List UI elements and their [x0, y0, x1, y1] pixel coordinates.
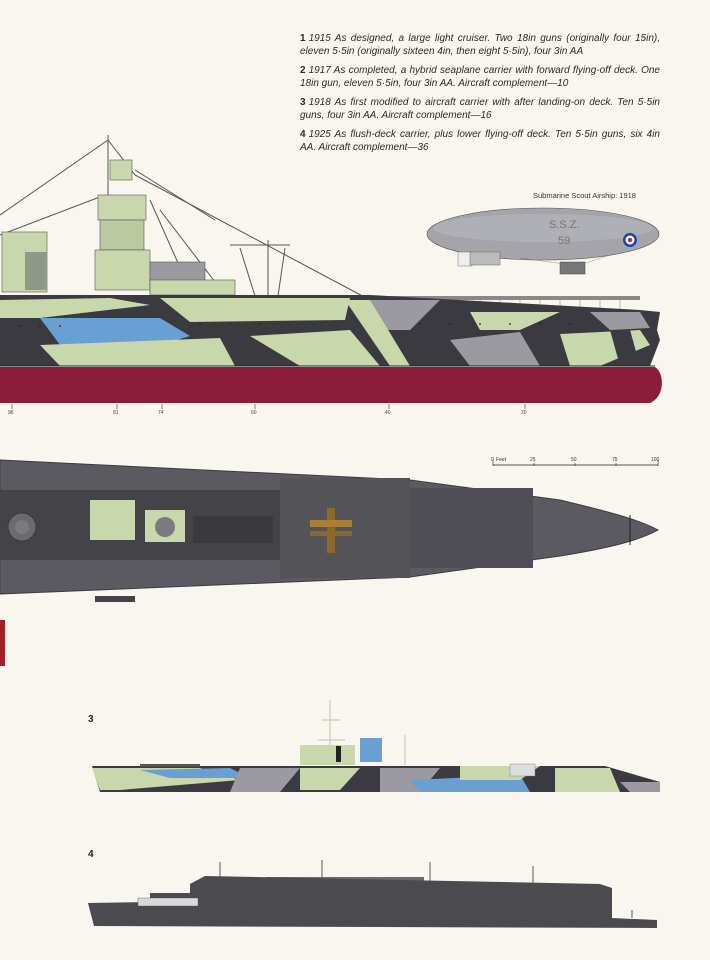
caption-number: 1: [300, 33, 306, 44]
caption-text: 1918 As first modified to aircraft carri…: [300, 97, 660, 121]
airship: [426, 207, 660, 275]
station-label: 40: [385, 410, 391, 416]
station-label: 20: [521, 410, 527, 416]
portholes: [19, 323, 571, 327]
scale-tick-label: 100: [651, 457, 660, 463]
biplane: [310, 508, 352, 553]
airship-hull-marking: S.S.Z.: [549, 219, 580, 231]
figure-3-label: 3: [88, 714, 94, 725]
caption-text: 1917 As completed, a hybrid seaplane car…: [300, 65, 660, 89]
station-label: 74: [158, 410, 164, 416]
airship-hull-number: 59: [558, 235, 571, 247]
scale-zero-label: 0: [491, 457, 494, 463]
ship-profile-1917: [0, 135, 662, 403]
caption-number: 3: [300, 97, 306, 108]
ship-profile-1918: [92, 700, 660, 792]
scale-tick-label: 25: [530, 457, 536, 463]
figure-4-label: 4: [88, 849, 94, 860]
hull-below-waterline: [0, 367, 662, 403]
ship-profile-1925: [88, 860, 657, 928]
airship-label: Submarine Scout Airship: 1918: [533, 191, 636, 200]
scale-unit-label: Feet: [496, 457, 507, 463]
ship-plan-1917: [0, 459, 660, 602]
station-ticks: [11, 404, 526, 409]
scale-tick-label: 50: [571, 457, 577, 463]
caption-number: 2: [300, 65, 306, 76]
caption-text: 1925 As flush-deck carrier, plus lower f…: [300, 129, 660, 153]
station-label: 60: [251, 410, 257, 416]
station-label: 96: [8, 410, 14, 416]
caption-number: 4: [300, 129, 306, 140]
scale-tick-label: 75: [612, 457, 618, 463]
crop-mark: [0, 620, 5, 666]
scale-bar: [492, 460, 659, 466]
caption-text: 1915 As designed, a large light cruiser.…: [300, 33, 660, 57]
station-label: 81: [113, 410, 119, 416]
